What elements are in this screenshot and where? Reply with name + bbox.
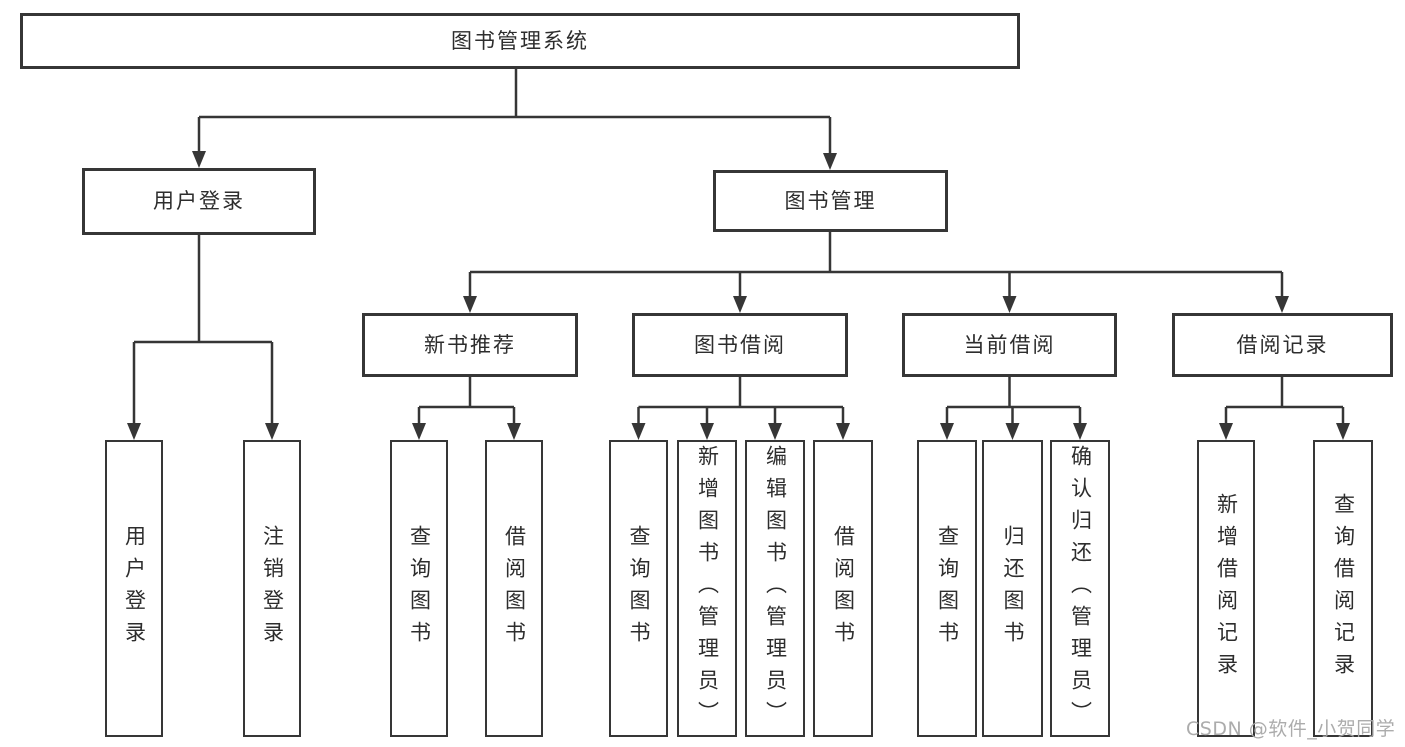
- arrowhead: [631, 423, 646, 440]
- connector-borrow-records-children: [1219, 376, 1350, 440]
- connector-root-to-level1: [192, 69, 837, 170]
- leaf-borrowing-add-books-admin: 新增图书（管理员）: [677, 440, 737, 737]
- node-new-book-recommend: 新书推荐: [362, 313, 578, 377]
- node-label: 新增图书（管理员）: [695, 444, 720, 733]
- arrowhead: [1073, 423, 1087, 440]
- leaf-user-login: 用户登录: [105, 440, 163, 737]
- leaf-current-confirm-return-admin: 确认归还（管理员）: [1050, 440, 1110, 737]
- arrowhead: [700, 423, 714, 440]
- leaf-records-query-borrow-record: 查询借阅记录: [1313, 440, 1373, 737]
- node-book-management: 图书管理: [713, 170, 948, 232]
- connector-current-borrowing-children: [940, 376, 1087, 440]
- node-label: 用户登录: [153, 189, 245, 213]
- node-user-login: 用户登录: [82, 168, 316, 235]
- node-label: 借阅图书: [831, 524, 856, 653]
- node-label: 图书借阅: [694, 332, 786, 357]
- arrowhead: [1005, 423, 1020, 440]
- node-label: 确认归还（管理员）: [1068, 444, 1093, 733]
- arrowhead: [1219, 423, 1233, 440]
- connector-user-login-children: [127, 235, 279, 440]
- node-label: 用户登录: [122, 524, 147, 653]
- node-label: 新书推荐: [424, 332, 516, 357]
- arrowhead: [733, 296, 747, 313]
- arrowhead: [836, 423, 850, 440]
- node-label: 查询图书: [935, 524, 960, 653]
- node-label: 注销登录: [260, 524, 285, 653]
- node-label: 图书管理: [784, 188, 877, 213]
- arrowhead: [507, 423, 521, 440]
- node-label: 新增借阅记录: [1214, 492, 1239, 685]
- node-label: 当前借阅: [963, 332, 1056, 357]
- leaf-borrowing-borrow-books: 借阅图书: [813, 440, 873, 737]
- arrowhead: [1275, 296, 1289, 313]
- leaf-borrowing-edit-books-admin: 编辑图书（管理员）: [745, 440, 805, 737]
- arrowhead: [127, 423, 141, 440]
- arrowhead: [940, 423, 954, 440]
- node-borrow-records: 借阅记录: [1172, 313, 1393, 377]
- connector-book-management-children: [463, 232, 1289, 313]
- leaf-current-query-books: 查询图书: [917, 440, 977, 737]
- connector-new-book-recommend-children: [412, 376, 521, 440]
- arrowhead: [265, 423, 279, 440]
- node-book-borrowing: 图书借阅: [632, 313, 848, 377]
- node-label: 查询借阅记录: [1331, 492, 1356, 685]
- leaf-logout-login: 注销登录: [243, 440, 301, 737]
- node-label: 归还图书: [1001, 524, 1025, 653]
- arrowhead: [823, 153, 837, 170]
- node-label: 查询图书: [407, 524, 432, 653]
- node-label: 借阅图书: [502, 524, 527, 653]
- arrowhead: [768, 423, 782, 440]
- leaf-borrowing-query-books: 查询图书: [609, 440, 668, 737]
- arrowhead: [1002, 296, 1017, 313]
- connector-book-borrowing-children: [631, 377, 850, 440]
- node-label: 编辑图书（管理员）: [763, 444, 788, 733]
- node-label: 查询图书: [627, 524, 651, 653]
- node-root-library-management-system: 图书管理系统: [20, 13, 1020, 69]
- node-label: 图书管理系统: [451, 28, 589, 53]
- arrowhead: [1336, 423, 1350, 440]
- leaf-newbook-borrow-books: 借阅图书: [485, 440, 543, 737]
- leaf-current-return-books: 归还图书: [982, 440, 1043, 737]
- leaf-records-add-borrow-record: 新增借阅记录: [1197, 440, 1255, 737]
- arrowhead: [463, 296, 477, 313]
- leaf-newbook-query-books: 查询图书: [390, 440, 448, 737]
- watermark: CSDN @软件_小贺同学: [1186, 718, 1396, 740]
- arrowhead: [412, 423, 426, 440]
- node-current-borrowing: 当前借阅: [902, 313, 1117, 377]
- arrowhead: [192, 151, 206, 168]
- node-label: 借阅记录: [1236, 332, 1329, 357]
